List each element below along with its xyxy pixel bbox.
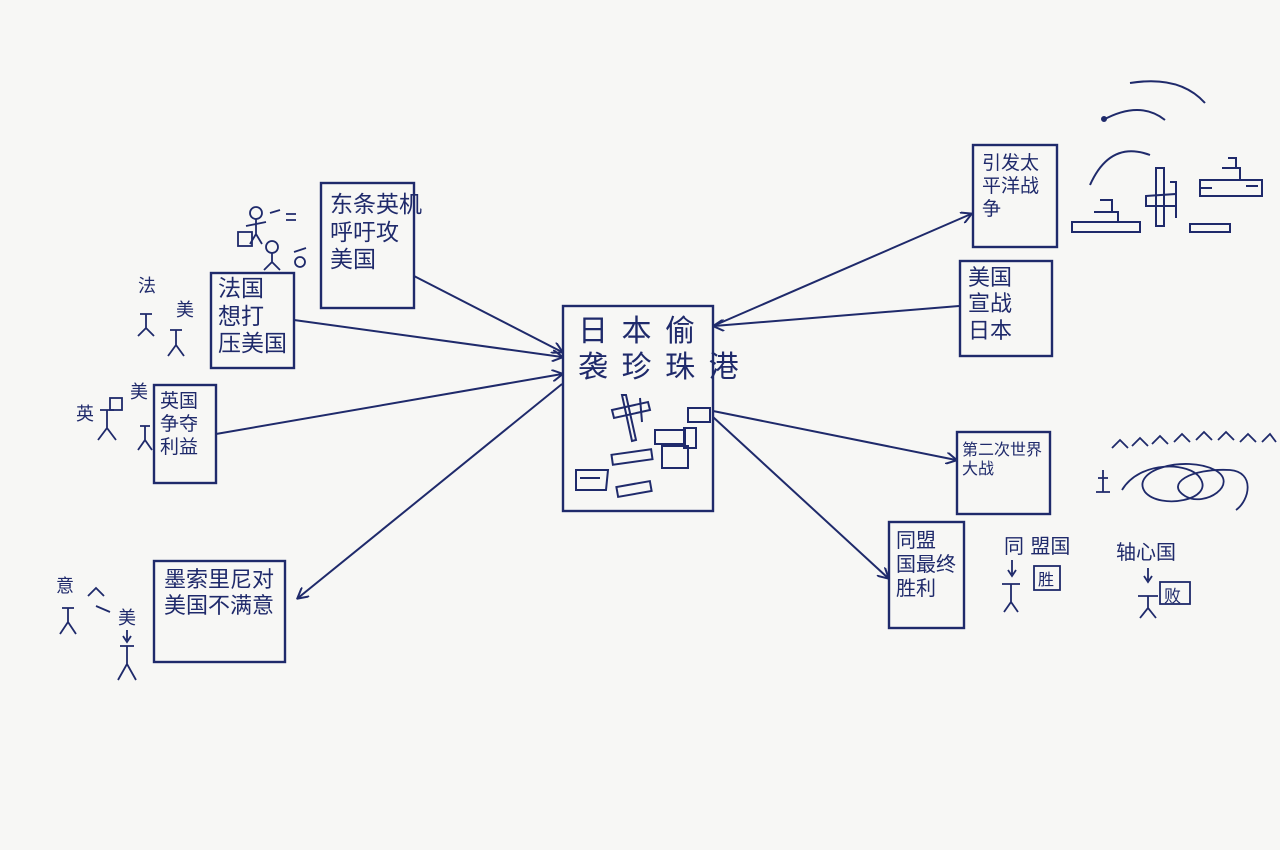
annotation-mei-3: 美 [118, 608, 136, 629]
annotation-fa: 法 [138, 276, 156, 297]
arrow-center-to-allies-win [712, 416, 888, 578]
arrow-center-to-war-expands [712, 410, 956, 460]
arrow-center-to-mussolini [298, 383, 563, 598]
effect-box-war-expands [955, 430, 1052, 516]
battle-doodle [1071, 80, 1263, 233]
arrow-britain-to-center [215, 374, 562, 435]
cause-box-mussolini [152, 559, 287, 664]
effect-box-allies-win [887, 520, 966, 630]
cause-box-britain [152, 383, 218, 485]
arrow-pacific-war-to-center [714, 305, 960, 326]
annotation-mei-2: 美 [130, 382, 148, 403]
annotation-ying: 英 [76, 404, 94, 425]
annotation-axis-lose: 败 [1164, 587, 1181, 607]
plane-doodle [610, 394, 652, 443]
arrow-center-to-pacific-war [712, 214, 971, 327]
effect-box-us-declares [958, 259, 1054, 358]
annotation-mei-1: 美 [176, 300, 194, 321]
allies-doodle [1002, 560, 1191, 619]
crowd-doodle [1096, 430, 1277, 511]
figures-doodle [59, 206, 307, 681]
cause-box-tojo [319, 181, 416, 310]
arrow-tojo-to-center [413, 275, 562, 352]
annotation-yi: 意 [56, 576, 74, 597]
cause-box-france [209, 271, 296, 370]
arrow-france-to-center [293, 319, 562, 357]
annotation-axis-label: 轴心国 [1116, 540, 1176, 564]
ship-doodle [575, 407, 711, 499]
effect-box-pacific-war [971, 143, 1059, 249]
center-box [561, 304, 715, 513]
annotation-allies-win: 胜 [1038, 570, 1055, 589]
annotation-allies-label: 同 盟国 [1004, 534, 1071, 558]
